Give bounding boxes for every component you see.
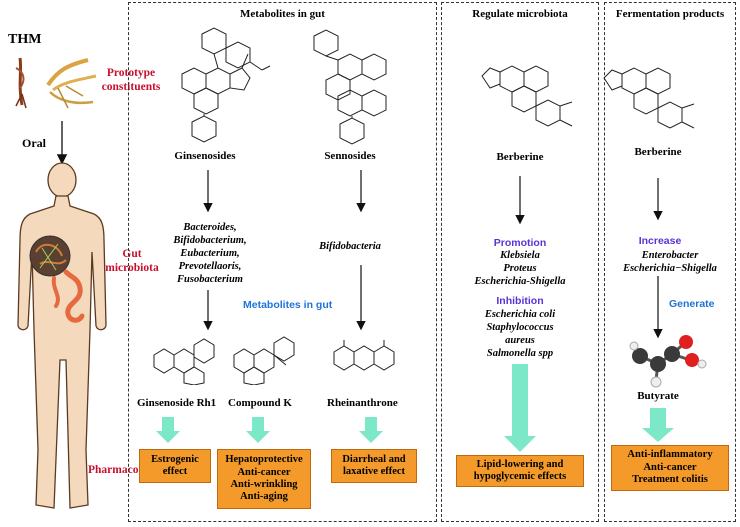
ginsenoside-bacteria-list: Bacteroides, Bifidobacterium, Eubacteriu…	[173, 222, 247, 285]
increase-list: Enterobacter Escherichia−Shigella	[623, 250, 717, 274]
metabolites-panel	[128, 2, 437, 522]
compound-k-structure	[233, 336, 295, 385]
metabolites-panel-title: Metabolites in gut	[240, 8, 325, 20]
metabolites-in-gut-sublabel: Metabolites in gut	[243, 299, 333, 311]
inhibition-label: Inhibition	[496, 295, 544, 307]
berberine-label-1: Berberine	[496, 151, 544, 163]
compound-k-label: Compound K	[228, 397, 292, 409]
herb-illustration	[15, 57, 97, 109]
green-arrow-1	[156, 417, 180, 443]
ginsenoside-rh1-label: Ginsenoside Rh1	[137, 397, 217, 409]
increase-label: Increase	[638, 235, 682, 247]
green-arrow-3	[359, 417, 383, 443]
thm-label: THM	[8, 32, 42, 47]
regulate-microbiota-title: Regulate microbiota	[472, 8, 568, 20]
regulate-microbiota-panel	[441, 2, 599, 522]
berberine-label-2: Berberine	[634, 146, 682, 158]
berberine-structure-2	[603, 67, 695, 129]
promotion-list: Klebsiela Proteus Escherichia-Shigella	[474, 250, 566, 287]
oral-label: Oral	[22, 136, 46, 150]
fermentation-products-panel	[604, 2, 736, 522]
butyrate-molecule	[629, 335, 707, 388]
rheinanthrone-label: Rheinanthrone	[327, 397, 398, 409]
ginsenoside-rh1-structure	[153, 338, 215, 385]
green-arrow-4	[504, 364, 536, 452]
fermentation-products-title: Fermentation products	[615, 8, 725, 20]
sennosides-label: Sennosides	[324, 150, 376, 162]
rheinanthrone-structure	[333, 340, 395, 371]
ginsenosides-label: Ginsenosides	[174, 150, 236, 162]
generate-label: Generate	[669, 298, 715, 310]
green-arrow-5	[642, 408, 674, 442]
promotion-label: Promotion	[493, 237, 547, 249]
berberine-structure-1	[481, 65, 573, 127]
green-arrow-2	[246, 417, 270, 443]
ginsenoside-structure	[181, 27, 271, 143]
butyrate-label: Butyrate	[637, 390, 679, 402]
inhibition-list: Escherichia coli Staphylococcus aureus S…	[484, 309, 556, 359]
sennoside-bacteria-label: Bifidobacteria	[319, 241, 381, 252]
human-body-illustration	[17, 162, 107, 509]
sennoside-structure	[313, 29, 387, 145]
